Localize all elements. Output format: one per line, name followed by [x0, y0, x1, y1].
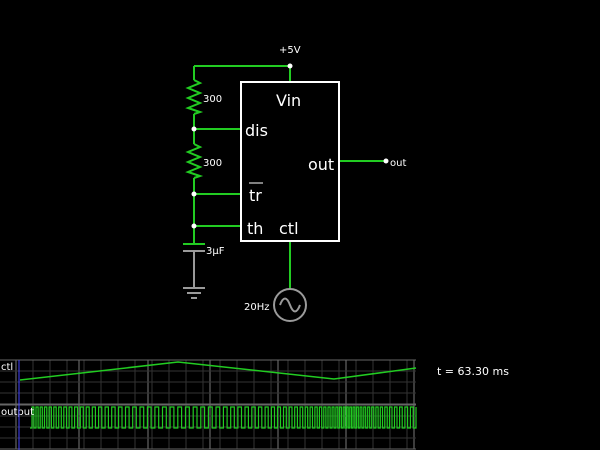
ac-source[interactable] — [273, 288, 307, 322]
junction-dots — [191, 63, 389, 229]
capacitor-value-label: 3µF — [206, 246, 225, 257]
timer-chip[interactable] — [240, 81, 340, 242]
chip-th-label: th — [247, 219, 263, 238]
output-node-label: out — [390, 158, 406, 169]
scope-ctl-grid — [0, 359, 416, 405]
circuit-wires — [193, 65, 386, 290]
chip-out-label: out — [308, 155, 334, 174]
r1-value-label: 300 — [203, 94, 222, 105]
chip-vin-label: Vin — [276, 91, 301, 110]
chip-dis-label: dis — [245, 121, 268, 140]
resistor-r1[interactable] — [185, 79, 204, 115]
scope-output-label: output — [1, 407, 34, 418]
chip-tr-label: tr — [249, 186, 262, 205]
scope-ctl[interactable]: ctl — [0, 359, 417, 405]
time-readout: t = 63.30 ms — [437, 365, 509, 378]
scope-ctl-trace — [19, 361, 417, 381]
ground-symbol — [183, 287, 205, 299]
capacitor[interactable] — [183, 243, 205, 288]
scope-ctl-label: ctl — [1, 362, 13, 373]
resistor-r2[interactable] — [185, 143, 204, 179]
scope-output-trace — [30, 406, 417, 429]
scope-output[interactable]: output — [0, 404, 417, 450]
chip-ctl-label: ctl — [279, 219, 299, 238]
source-frequency-label: 20Hz — [244, 302, 270, 313]
supply-label: +5V — [279, 45, 301, 56]
r2-value-label: 300 — [203, 158, 222, 169]
